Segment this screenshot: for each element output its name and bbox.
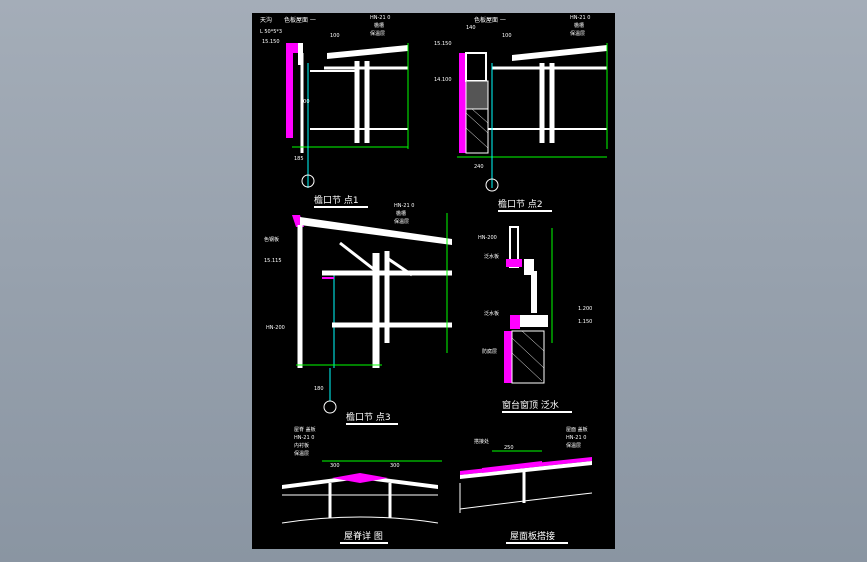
flashing-bottom xyxy=(510,315,520,329)
label-insulation-r: 保温层 xyxy=(294,450,309,457)
hatch-w1 xyxy=(511,337,545,369)
hatch-3 xyxy=(471,108,489,124)
sill-bottom xyxy=(520,315,548,327)
wall-magenta-w xyxy=(504,331,512,383)
overlap-strip xyxy=(482,461,542,473)
dim-100a: 100 xyxy=(330,33,340,39)
label-insulation-2: 保温层 xyxy=(570,30,585,37)
detail-1: 天沟 色板屋面 一 HN-21 0 檐槽 保温层 L 50*5*3 15.150… xyxy=(260,15,409,208)
cad-drawing: 天沟 色板屋面 一 HN-21 0 檐槽 保温层 L 50*5*3 15.150… xyxy=(260,15,608,544)
label-hn-r: HN-21 0 xyxy=(294,435,314,441)
label-elev: 15.150 xyxy=(262,39,280,45)
insulation-block xyxy=(465,80,489,110)
panel-ceiling xyxy=(459,492,593,510)
window-detail: HN-200 泛水板 泛水板 防腐层 1.200 1.150 窗台窗顶 泛水 xyxy=(478,226,592,413)
label-insulation: 保温层 xyxy=(370,30,385,37)
label-angle: L 50*5*3 xyxy=(260,29,282,35)
axis-bubble xyxy=(301,174,315,188)
dim-140: 140 xyxy=(466,25,476,31)
label-insulation-p: 保温层 xyxy=(566,442,581,449)
label-roof: 色板屋面 一 xyxy=(284,16,316,24)
hatch-w3 xyxy=(521,330,545,352)
label-eave-3: 檐槽 xyxy=(396,210,406,217)
hatch-w2 xyxy=(511,352,543,382)
label-hn200-w: HN-200 xyxy=(478,235,497,241)
detail-1-title: 檐口节 点1 xyxy=(314,194,359,206)
label-hn-2: HN-21 0 xyxy=(570,15,590,21)
label-liner: 内衬板 xyxy=(294,442,309,449)
gutter-wall-magenta xyxy=(286,43,293,138)
wall-section xyxy=(465,108,489,154)
ridge-cap xyxy=(332,473,388,483)
dim-240: 240 xyxy=(474,164,484,170)
gutter-box xyxy=(465,52,487,82)
roof-panel xyxy=(327,45,408,59)
detail-2-title: 檐口节 点2 xyxy=(498,198,543,210)
label-elev-3: 15.115 xyxy=(264,258,282,264)
hatch-2 xyxy=(465,127,489,149)
label-flashing-2: 泛水板 xyxy=(484,310,499,317)
label-flashing-1: 泛水板 xyxy=(484,253,499,260)
panel-overlap-detail: 搭接处 250 屋面 盖板 HN-21 0 保温层 屋面板搭接 xyxy=(459,426,593,544)
panel-top xyxy=(460,461,592,479)
label-steel: 色钢板 xyxy=(264,236,279,243)
dim-100-2: 100 xyxy=(502,33,512,39)
dim-180: 180 xyxy=(314,386,324,392)
detail-2: 色板屋面 一 HN-21 0 檐槽 保温层 15.150 14.100 140 … xyxy=(434,15,608,212)
label-roof-2: 色板屋面 一 xyxy=(474,16,506,24)
dim-250: 250 xyxy=(504,445,514,451)
label-hn-p: HN-21 0 xyxy=(566,435,586,441)
label-coating: 防腐层 xyxy=(482,348,497,355)
label-elev-w1: 1.200 xyxy=(578,306,592,312)
sill-top xyxy=(524,259,534,275)
label-overlap: 搭接处 xyxy=(474,438,489,445)
label-insulation-3: 保温层 xyxy=(394,218,409,225)
label-hn-3: HN-21 0 xyxy=(394,203,414,209)
dim-300a: 300 xyxy=(330,463,340,469)
label-hn200: HN-200 xyxy=(266,325,285,331)
label-ridge-cap: 屋脊 盖板 xyxy=(294,426,316,433)
hatch-1 xyxy=(465,112,489,134)
window-title: 窗台窗顶 泛水 xyxy=(502,399,559,411)
dim-100b: 100 xyxy=(300,99,310,105)
label-elev-w2: 1.150 xyxy=(578,319,592,325)
dim-300b: 300 xyxy=(390,463,400,469)
brace-1 xyxy=(339,241,377,273)
label-hn: HN-21 0 xyxy=(370,15,390,21)
ceiling-line xyxy=(281,516,439,524)
gutter-lip xyxy=(293,43,299,53)
axis-bubble-3 xyxy=(323,400,337,414)
detail-3-title: 檐口节 点3 xyxy=(346,411,391,423)
dim-185: 185 xyxy=(294,156,304,162)
label-cover: 屋面 盖板 xyxy=(566,426,588,433)
label-eave: 檐槽 xyxy=(374,22,384,29)
ridge-detail: 屋脊 盖板 HN-21 0 内衬板 保温层 300 300 屋脊详 图 xyxy=(281,426,442,544)
wall-magenta xyxy=(459,53,466,153)
roof-panel-2 xyxy=(512,45,607,61)
flashing-top xyxy=(506,259,522,267)
axis-bubble-2 xyxy=(485,178,499,192)
detail-3: HN-21 0 檐槽 保温层 色钢板 15.115 HN-200 180 檐口节… xyxy=(264,203,452,425)
panel-title: 屋面板搭接 xyxy=(510,530,555,542)
label-gutter: 天沟 xyxy=(260,16,272,24)
label-eave-2: 檐槽 xyxy=(574,22,584,29)
roof-3 xyxy=(300,217,452,245)
brace-2 xyxy=(386,256,413,277)
label-elev-2a: 15.150 xyxy=(434,41,452,47)
ridge-title: 屋脊详 图 xyxy=(344,530,383,542)
label-elev-2b: 14.100 xyxy=(434,77,452,83)
drawing-sheet: 天沟 色板屋面 一 HN-21 0 檐槽 保温层 L 50*5*3 15.150… xyxy=(252,13,615,549)
wall-hatched xyxy=(511,330,545,384)
